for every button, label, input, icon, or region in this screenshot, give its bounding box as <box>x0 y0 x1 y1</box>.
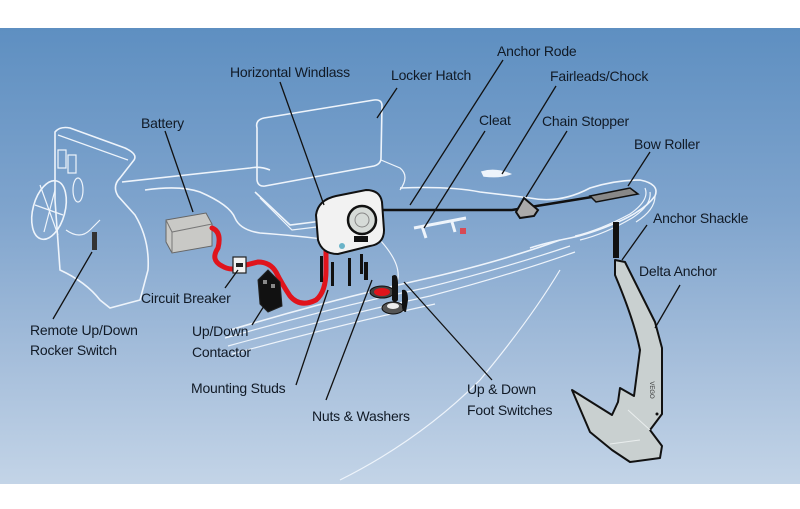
labels: Horizontal Windlass Locker Hatch Anchor … <box>30 43 749 424</box>
rocker-switch-icon <box>92 232 97 250</box>
delta-anchor: VEGO <box>571 259 663 463</box>
label-chain-stopper: Chain Stopper <box>542 113 629 129</box>
label-cleat: Cleat <box>479 112 511 128</box>
label-circuit-breaker: Circuit Breaker <box>141 290 231 306</box>
boat-hull <box>121 166 657 481</box>
label-anchor-shackle: Anchor Shackle <box>653 210 749 226</box>
mounting-studs <box>320 254 368 286</box>
fairlead-chock <box>480 169 513 178</box>
leader-lines <box>52 59 681 401</box>
bow-roller <box>588 187 640 203</box>
label-contactor-line2: Contactor <box>192 344 251 360</box>
label-remote-switch-line1: Remote Up/Down <box>30 322 138 338</box>
label-remote-switch-line2: Rocker Switch <box>30 342 117 358</box>
label-anchor-rode: Anchor Rode <box>497 43 577 59</box>
anchor-chain <box>613 222 619 258</box>
diagram-background <box>0 28 800 484</box>
anchor-rode-line <box>350 194 599 212</box>
circuit-breaker <box>232 256 247 274</box>
anchor-brand-mark: VEGO <box>648 381 654 399</box>
label-battery: Battery <box>141 115 184 131</box>
label-contactor-line1: Up/Down <box>192 323 248 339</box>
label-mounting-studs: Mounting Studs <box>191 380 286 396</box>
power-cable <box>209 225 329 306</box>
label-fairleads-chock: Fairleads/Chock <box>550 68 649 84</box>
helm-console <box>30 126 150 309</box>
cleat <box>413 216 467 239</box>
label-horizontal-windlass: Horizontal Windlass <box>230 64 350 80</box>
label-locker-hatch: Locker Hatch <box>391 67 471 83</box>
steering-wheel-icon <box>30 179 68 241</box>
chain-stopper <box>514 196 540 220</box>
battery <box>165 212 213 254</box>
horizontal-windlass <box>314 188 386 256</box>
foot-switches <box>369 275 408 315</box>
label-delta-anchor: Delta Anchor <box>639 263 717 279</box>
up-down-contactor <box>257 269 283 313</box>
label-bow-roller: Bow Roller <box>634 136 700 152</box>
label-foot-switches-line1: Up & Down <box>467 381 536 397</box>
label-nuts-washers: Nuts & Washers <box>312 408 410 424</box>
label-foot-switches-line2: Foot Switches <box>467 402 553 418</box>
